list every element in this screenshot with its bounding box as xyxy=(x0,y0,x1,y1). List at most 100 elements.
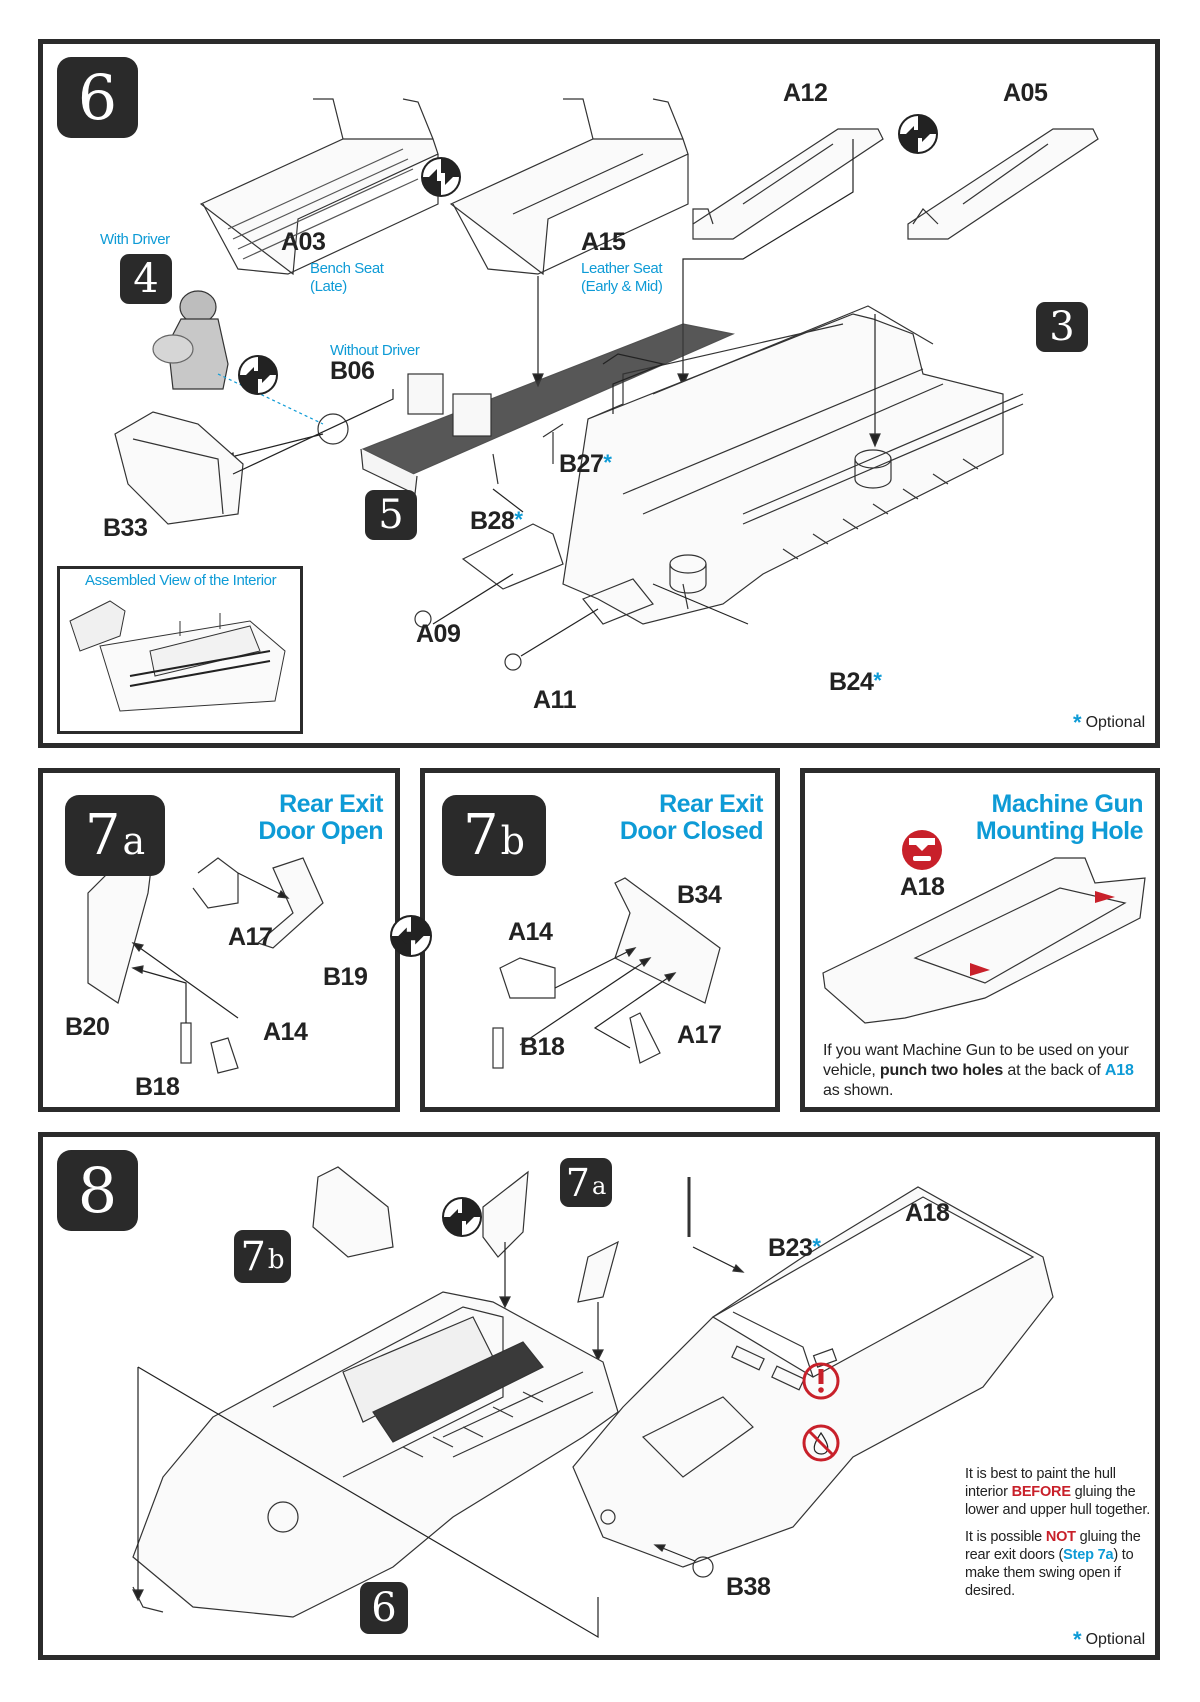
part-label-b19: B19 xyxy=(323,963,368,991)
swap-alternative-icon xyxy=(238,355,278,395)
swap-alternative-icon xyxy=(442,1197,482,1237)
gauge-a11-drawing xyxy=(504,653,522,671)
ref-badge-open-suffix: a xyxy=(591,1171,607,1200)
without-driver-note: Without Driver xyxy=(330,342,420,359)
open-door-left-drawing xyxy=(482,1170,529,1258)
step-6-panel: 6 A03 Bench Seat(Late) A15 Leather Seat(… xyxy=(38,39,1160,748)
open-door-right-drawing xyxy=(577,1240,619,1303)
hole-marker-arrow xyxy=(970,963,990,976)
part-label-b27-text: B27 xyxy=(559,450,604,478)
note2-c: gluing the rear exit doors ( xyxy=(965,1529,1141,1563)
no-glue-note: It is possible NOT gluing the rear exit … xyxy=(965,1528,1145,1600)
hinge-a17-drawing xyxy=(629,1012,661,1064)
ref-badge-driver-number: 4 xyxy=(133,256,159,302)
optional-label: Optional xyxy=(1085,1631,1146,1648)
step-7b-illustration xyxy=(492,877,721,1069)
mg-text-after: as shown. xyxy=(823,1082,894,1099)
part-label-a17: A17 xyxy=(677,1021,722,1049)
title-line1: Machine Gun xyxy=(991,790,1144,818)
part-label-b18: B18 xyxy=(520,1033,565,1061)
mg-text-bold: punch two holes xyxy=(879,1062,1004,1079)
part-label-b28: B28* xyxy=(470,507,523,536)
ref-badge-closed-number: 7 xyxy=(240,1233,266,1280)
step-suffix: b xyxy=(500,818,525,863)
step-number: 6 xyxy=(77,61,118,134)
part-b38-drawing xyxy=(692,1556,714,1578)
part-label-b28-text: B28 xyxy=(470,507,515,535)
bench-seat-note-line2: (Late) xyxy=(310,278,347,295)
optional-legend: *Optional xyxy=(1073,1627,1145,1653)
assembled-interior-inset: Assembled View of the Interior xyxy=(57,566,303,734)
interior-floor-drawing xyxy=(360,323,735,495)
swap-alternative-icon xyxy=(421,157,461,197)
drill-hole-icon xyxy=(902,830,942,870)
ref-badge-hull-number: 3 xyxy=(1049,304,1075,350)
mg-hole-illustration xyxy=(822,830,1146,1024)
note1-a: It is best to paint the hull interior xyxy=(965,1466,1116,1500)
steering-wheel-b06-drawing xyxy=(317,413,349,445)
step-number-badge: 8 xyxy=(57,1150,138,1231)
part-label-a11: A11 xyxy=(533,686,576,714)
hinge-a17-drawing xyxy=(192,857,239,909)
lever-b28-drawing xyxy=(492,453,499,485)
ref-badge-interior-number: 6 xyxy=(371,1585,397,1631)
title-line2: Door Closed xyxy=(619,817,764,845)
mg-text-middle: at the back of xyxy=(1003,1062,1105,1079)
part-label-b24-text: B24 xyxy=(829,668,874,696)
ref-badge-driver: 4 xyxy=(120,254,172,304)
optional-star-icon: * xyxy=(514,507,523,532)
ref-badge-front-number: 5 xyxy=(378,492,404,538)
assembled-interior-drawing xyxy=(69,600,286,712)
step-number-badge: 6 xyxy=(57,57,138,138)
part-label-a18: A18 xyxy=(905,1199,950,1227)
ref-badge-closed-suffix: b xyxy=(267,1244,285,1275)
part-label-a03: A03 xyxy=(281,228,326,256)
hinge-a14-drawing xyxy=(499,957,556,999)
step-number: 8 xyxy=(77,1154,118,1227)
hole-marker-arrow xyxy=(1095,891,1115,903)
title-line2: Mounting Hole xyxy=(975,817,1144,845)
note2-a: It is possible xyxy=(965,1529,1046,1545)
bench-seat-note-line1: Bench Seat xyxy=(310,260,384,277)
door-b34-drawing xyxy=(614,877,721,1004)
hinge-a14-drawing xyxy=(210,1037,239,1074)
part-label-a15: A15 xyxy=(581,228,626,256)
part-label-b06: B06 xyxy=(330,357,375,385)
swap-alternative-icon xyxy=(898,114,938,154)
step-8-illustration xyxy=(132,1166,1054,1639)
optional-legend: *Optional xyxy=(1073,710,1145,736)
inset-title: Assembled View of the Interior xyxy=(85,572,277,589)
optional-star-icon: * xyxy=(1073,710,1082,735)
exclamation-warning-icon xyxy=(802,1362,840,1400)
door-b19-drawing xyxy=(256,857,324,949)
leather-seat-note: Leather Seat(Early & Mid) xyxy=(581,260,663,296)
stowage-box-a05-drawing xyxy=(907,128,1099,240)
note2-d: Step 7a xyxy=(1063,1547,1114,1563)
leather-seat-note-line2: (Early & Mid) xyxy=(581,278,663,295)
ref-badge-front: 5 xyxy=(365,490,417,540)
title-line1: Rear Exit xyxy=(659,790,763,818)
part-label-a05: A05 xyxy=(1003,79,1048,107)
ref-badge-open-number: 7 xyxy=(565,1160,590,1205)
step-6-illustration xyxy=(114,98,1099,671)
lower-hull-drawing xyxy=(461,305,1024,625)
part-label-a09: A09 xyxy=(416,620,461,648)
paint-before-note: It is best to paint the hull interior BE… xyxy=(965,1465,1155,1519)
title-line2: Door Open xyxy=(258,817,383,845)
strut-b18-drawing xyxy=(492,1027,504,1069)
strut-b18-drawing xyxy=(180,1022,192,1064)
driver-figure-drawing xyxy=(152,290,229,390)
step-number: 7 xyxy=(84,803,121,868)
note1-b: BEFORE xyxy=(1011,1484,1071,1500)
bench-seat-note: Bench Seat(Late) xyxy=(310,260,384,296)
part-label-b20: B20 xyxy=(65,1013,110,1041)
part-label-b23-text: B23 xyxy=(768,1234,813,1262)
ref-badge-hull: 3 xyxy=(1036,302,1088,352)
